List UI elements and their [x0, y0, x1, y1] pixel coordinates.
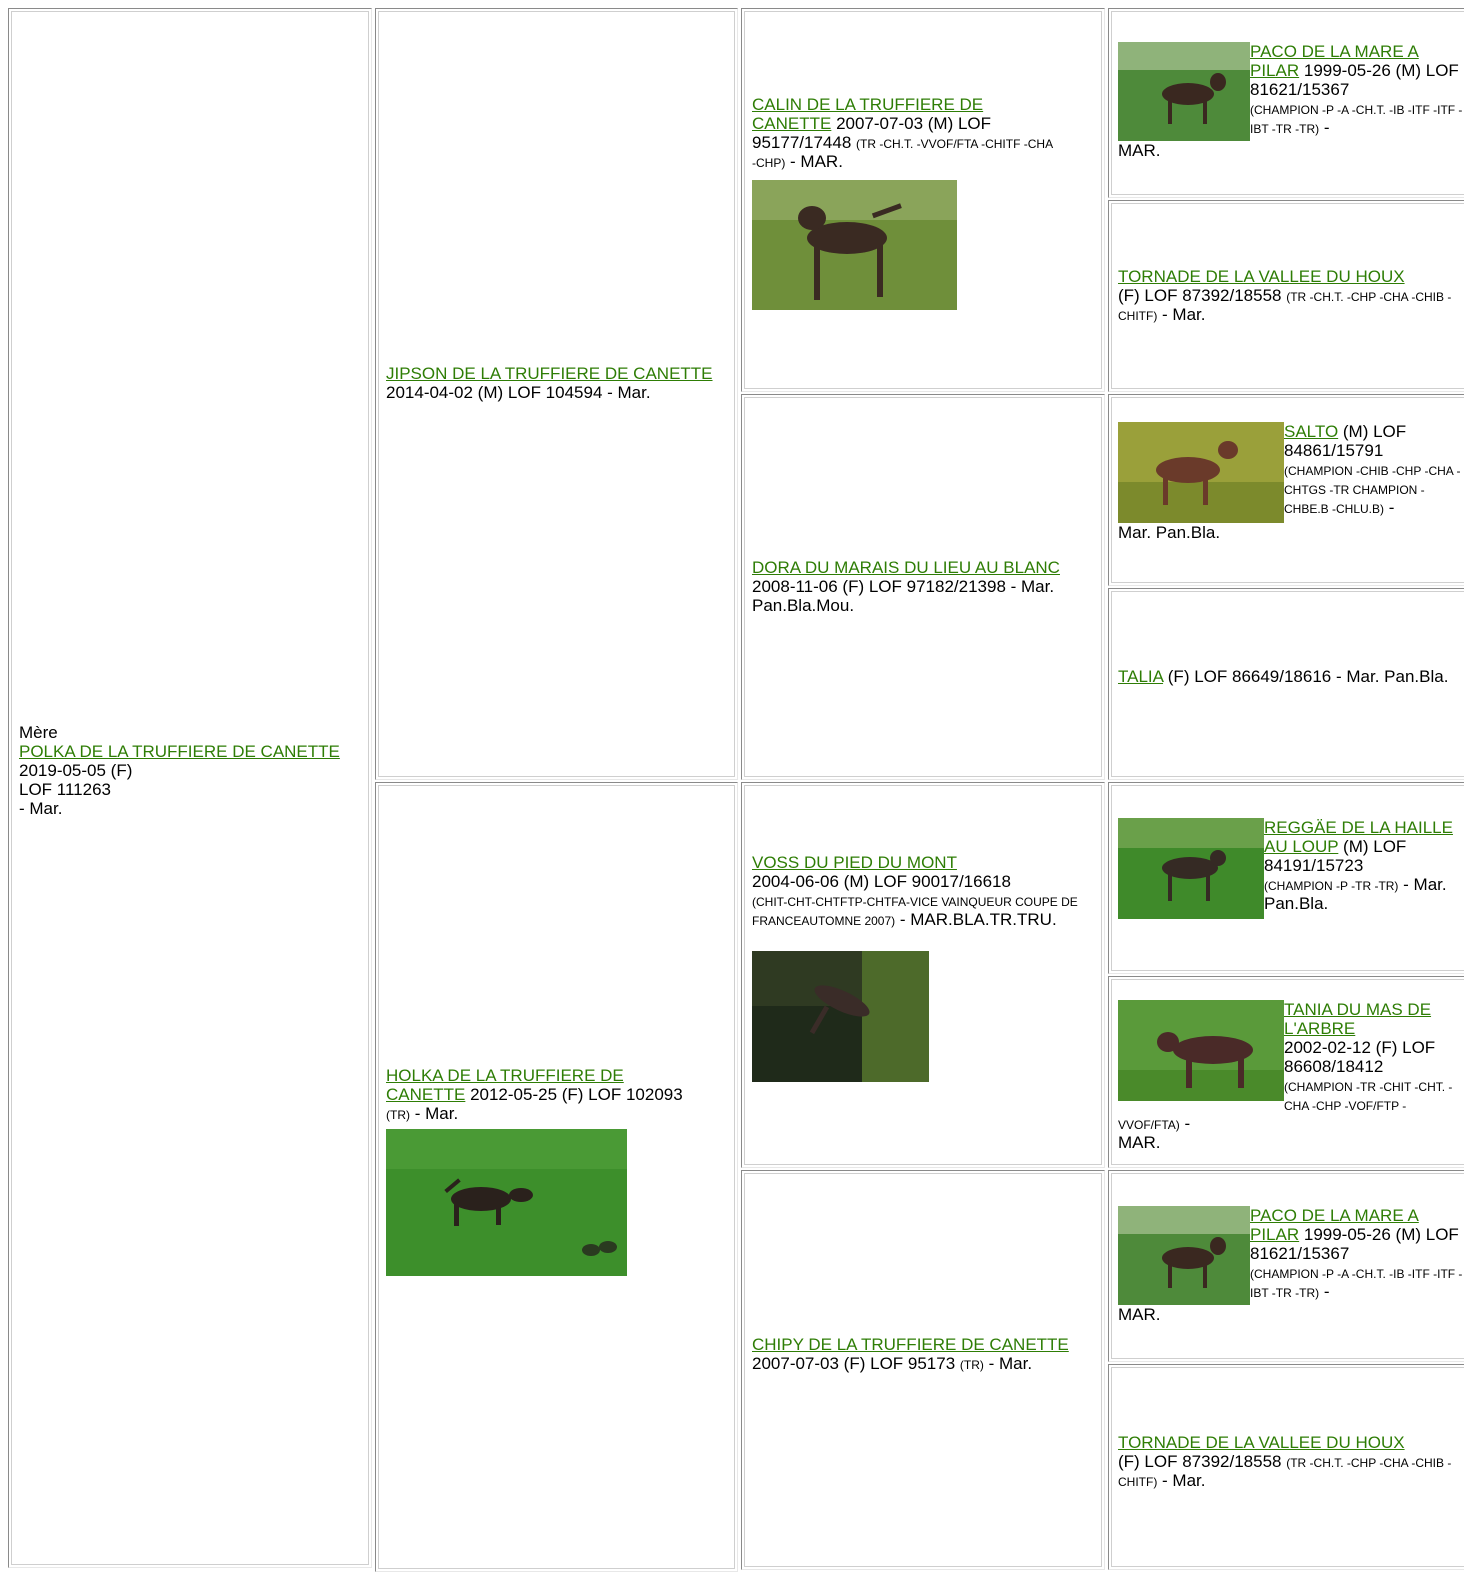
voss-tail: - MAR.BLA.TR.TRU.	[895, 910, 1057, 929]
tornade1-titles: (TR -CH.T. -CHP -CHA -CHIB -CHITF)	[1118, 290, 1452, 323]
photo-tania	[1118, 1000, 1284, 1101]
photo-voss	[752, 951, 929, 1082]
paco1-titles: (CHAMPION -P -A -CH.T. -IB -ITF -ITF -IB…	[1250, 103, 1463, 136]
tania-after: MAR.	[1118, 1133, 1161, 1152]
cell-paco-2: PACO DE LA MARE A PILAR 1999-05-26 (M) L…	[1108, 1170, 1464, 1362]
cell-reggae: REGGÄE DE LA HAILLE AU LOUP (M) LOF 8419…	[1108, 782, 1464, 974]
link-talia[interactable]: TALIA	[1118, 667, 1164, 686]
cell-holka: HOLKA DE LA TRUFFIERE DE CANETTE 2012-05…	[375, 782, 738, 1572]
tornade2-titles: (TR -CH.T. -CHP -CHA -CHIB -CHITF)	[1118, 1456, 1452, 1489]
cell-mother: Mère POLKA DE LA TRUFFIERE DE CANETTE 20…	[8, 8, 372, 1568]
salto-info: (M) LOF 84861/15791	[1284, 422, 1407, 460]
photo-paco-1	[1118, 42, 1250, 141]
paco1-after: MAR.	[1118, 141, 1161, 160]
mother-born: 2019-05-05 (F)	[19, 761, 133, 780]
link-voss[interactable]: VOSS DU PIED DU MONT	[752, 853, 957, 872]
photo-reggae	[1118, 818, 1264, 919]
cell-chipy: CHIPY DE LA TRUFFIERE DE CANETTE 2007-07…	[741, 1170, 1105, 1570]
talia-info: (F) LOF 86649/18616 - Mar. Pan.Bla.	[1163, 667, 1449, 686]
reggae-titles: (CHAMPION -P -TR -TR)	[1264, 879, 1399, 893]
paco2-tail: -	[1319, 1282, 1330, 1301]
link-reggae[interactable]: REGGÄE DE LA HAILLE AU LOUP	[1264, 818, 1453, 856]
cell-tornade-1: TORNADE DE LA VALLEE DU HOUX (F) LOF 873…	[1108, 200, 1464, 392]
link-holka[interactable]: HOLKA DE LA TRUFFIERE DE CANETTE	[386, 1066, 624, 1104]
cell-salto: SALTO (M) LOF 84861/15791 (CHAMPION -CHIB…	[1108, 394, 1464, 586]
paco1-tail: -	[1319, 118, 1330, 137]
photo-paco-2	[1118, 1206, 1250, 1305]
link-polka[interactable]: POLKA DE LA TRUFFIERE DE CANETTE	[19, 742, 340, 761]
photo-holka	[386, 1129, 627, 1276]
link-dora[interactable]: DORA DU MARAIS DU LIEU AU BLANC	[752, 558, 1060, 577]
calin-info: 2007-07-03 (M) LOF 95177/17448	[752, 114, 992, 152]
chipy-titles: (TR)	[959, 1358, 984, 1372]
link-tornade-2[interactable]: TORNADE DE LA VALLEE DU HOUX	[1118, 1433, 1405, 1452]
voss-titles: (CHIT-CHT-CHTFTP-CHTFA-VICE VAINQUEUR CO…	[752, 895, 1078, 928]
link-salto[interactable]: SALTO	[1284, 422, 1339, 441]
tania-tail: -	[1179, 1114, 1191, 1133]
cell-dora: DORA DU MARAIS DU LIEU AU BLANC 2008-11-…	[741, 394, 1105, 780]
cell-voss: VOSS DU PIED DU MONT 2004-06-06 (M) LOF …	[741, 782, 1105, 1168]
mother-label: Mère	[19, 723, 58, 742]
photo-salto	[1118, 422, 1284, 523]
chipy-tail: - Mar.	[983, 1354, 1033, 1373]
photo-calin	[752, 180, 957, 310]
paco1-info: 1999-05-26 (M) LOF 81621/15367	[1250, 61, 1459, 99]
holka-tail: - Mar.	[410, 1104, 459, 1123]
link-jipson[interactable]: JIPSON DE LA TRUFFIERE DE CANETTE	[386, 364, 713, 383]
link-calin[interactable]: CALIN DE LA TRUFFIERE DE CANETTE	[752, 95, 984, 133]
link-paco-1[interactable]: PACO DE LA MARE A PILAR	[1250, 42, 1419, 80]
tornade1-info: (F) LOF 87392/18558	[1118, 286, 1287, 305]
salto-tail: -	[1384, 498, 1395, 517]
dora-info: 2008-11-06 (F) LOF 97182/21398 - Mar. Pa…	[752, 577, 1055, 615]
mother-tail: - Mar.	[19, 799, 63, 818]
jipson-info: 2014-04-02 (M) LOF 104594 - Mar.	[386, 383, 651, 402]
cell-jipson: JIPSON DE LA TRUFFIERE DE CANETTE 2014-0…	[375, 8, 738, 780]
tania-info: 2002-02-12 (F) LOF 86608/18412	[1284, 1038, 1436, 1076]
reggae-info: (M) LOF 84191/15723	[1264, 837, 1407, 875]
cell-paco-1: PACO DE LA MARE A PILAR 1999-05-26 (M) L…	[1108, 8, 1464, 198]
cell-tornade-2: TORNADE DE LA VALLEE DU HOUX (F) LOF 873…	[1108, 1364, 1464, 1570]
link-tornade-1[interactable]: TORNADE DE LA VALLEE DU HOUX	[1118, 267, 1405, 286]
tornade2-tail: - Mar.	[1157, 1471, 1206, 1490]
calin-tail: - MAR.	[785, 152, 843, 171]
paco2-info: 1999-05-26 (M) LOF 81621/15367	[1250, 1225, 1459, 1263]
chipy-info: 2007-07-03 (F) LOF 95173	[752, 1354, 960, 1373]
cell-calin: CALIN DE LA TRUFFIERE DE CANETTE 2007-07…	[741, 8, 1105, 392]
cell-tania: TANIA DU MAS DE L'ARBRE 2002-02-12 (F) L…	[1108, 976, 1464, 1168]
holka-info: 2012-05-25 (F) LOF 102093	[465, 1085, 683, 1104]
calin-titles: (TR -CH.T. -VVOF/FTA -CHITF -CHA -CHP)	[752, 137, 1053, 170]
mother-reg: LOF 111263	[19, 780, 111, 799]
tornade2-info: (F) LOF 87392/18558	[1118, 1452, 1287, 1471]
link-chipy[interactable]: CHIPY DE LA TRUFFIERE DE CANETTE	[752, 1335, 1069, 1354]
reggae-tail: - Mar. Pan.Bla.	[1264, 875, 1447, 913]
tornade1-tail: - Mar.	[1157, 305, 1206, 324]
paco2-after: MAR.	[1118, 1305, 1161, 1324]
tania-titles: (CHAMPION -TR -CHIT -CHT. -CHA -CHP -VOF…	[1118, 1080, 1453, 1132]
paco2-titles: (CHAMPION -P -A -CH.T. -IB -ITF -ITF -IB…	[1250, 1267, 1463, 1300]
salto-titles: (CHAMPION -CHIB -CHP -CHA -CHTGS -TR CHA…	[1284, 464, 1461, 516]
link-tania[interactable]: TANIA DU MAS DE L'ARBRE	[1284, 1000, 1432, 1038]
cell-talia: TALIA (F) LOF 86649/18616 - Mar. Pan.Bla…	[1108, 588, 1464, 780]
voss-info: 2004-06-06 (M) LOF 90017/16618	[752, 872, 1011, 891]
holka-titles: (TR)	[386, 1108, 410, 1122]
salto-after: Mar. Pan.Bla.	[1118, 523, 1221, 542]
link-paco-2[interactable]: PACO DE LA MARE A PILAR	[1250, 1206, 1419, 1244]
